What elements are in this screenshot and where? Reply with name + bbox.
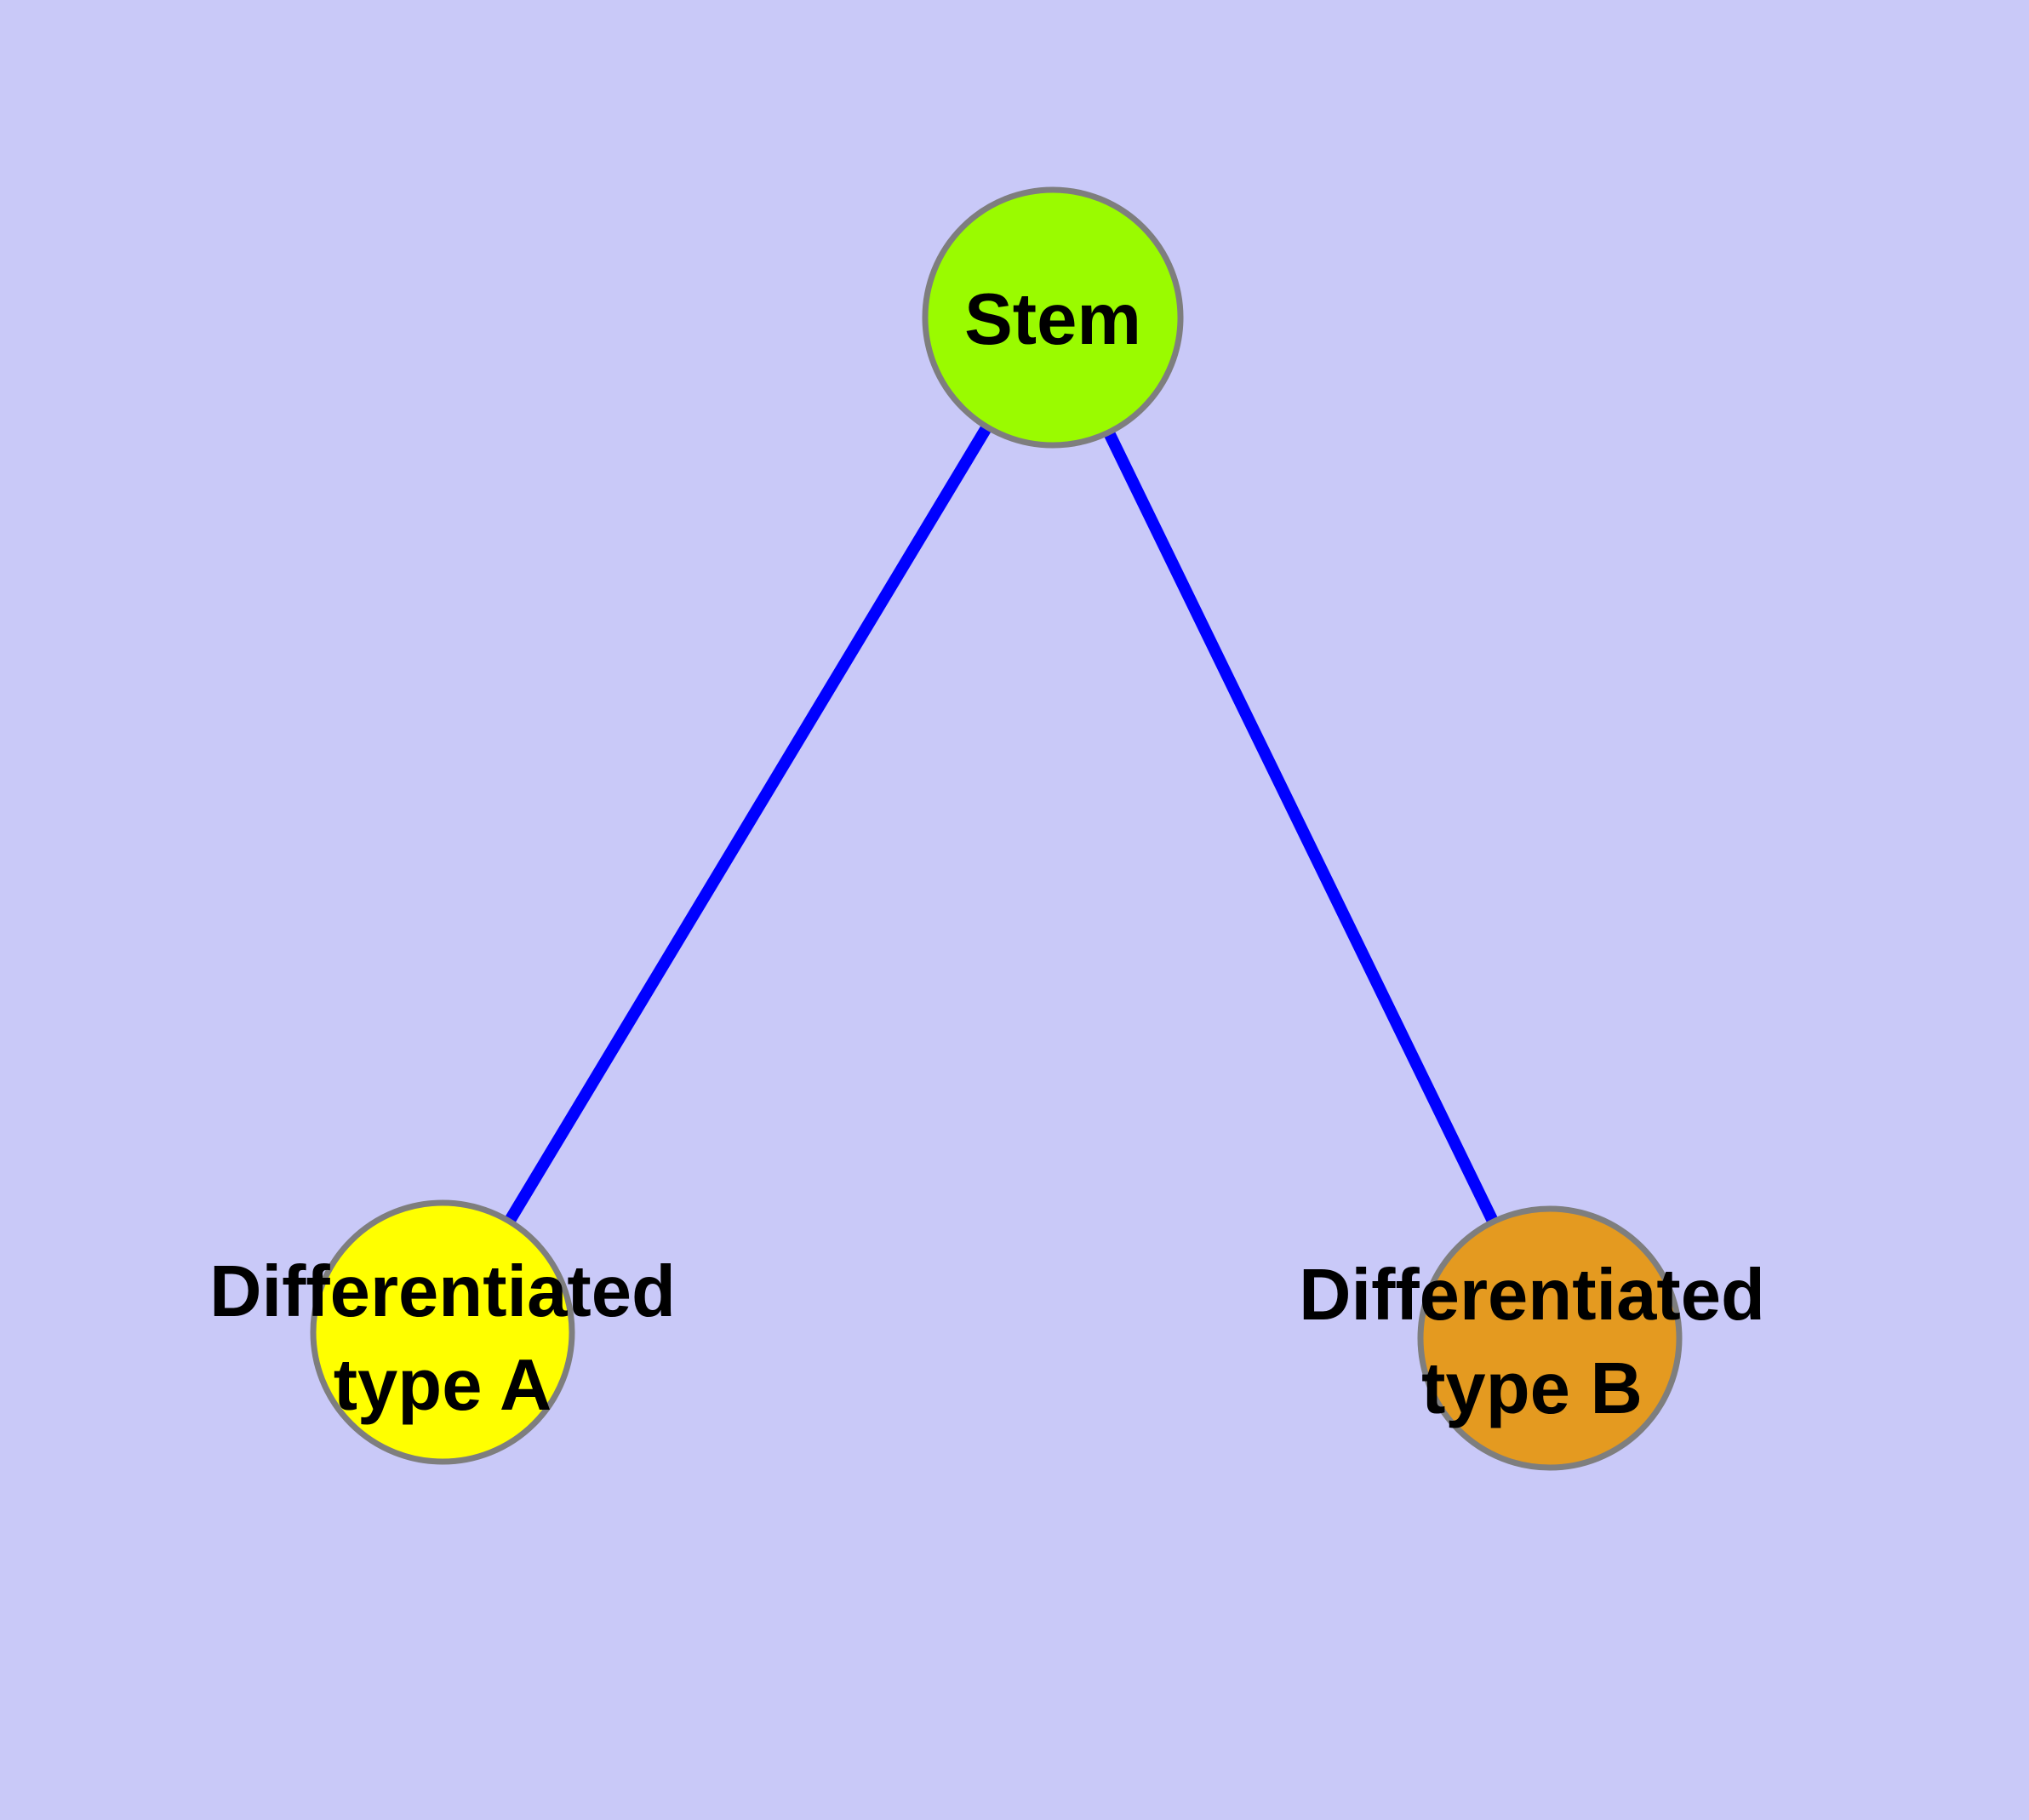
node-type-a-circle xyxy=(310,1199,575,1465)
node-type-b-label-line1: Differentiated xyxy=(1299,1255,1765,1336)
edge-stem-to-type-b xyxy=(1047,314,1556,1342)
node-type-b-circle xyxy=(1417,1205,1683,1471)
node-stem-circle xyxy=(922,186,1184,449)
node-type-a-label-line1: Differentiated xyxy=(209,1251,676,1332)
node-stem-label: Stem xyxy=(964,279,1141,360)
edge-stem-to-type-a xyxy=(437,314,1058,1336)
node-type-b-label-line2: type B xyxy=(1421,1348,1643,1429)
node-type-a-label-line2: type A xyxy=(334,1345,552,1426)
